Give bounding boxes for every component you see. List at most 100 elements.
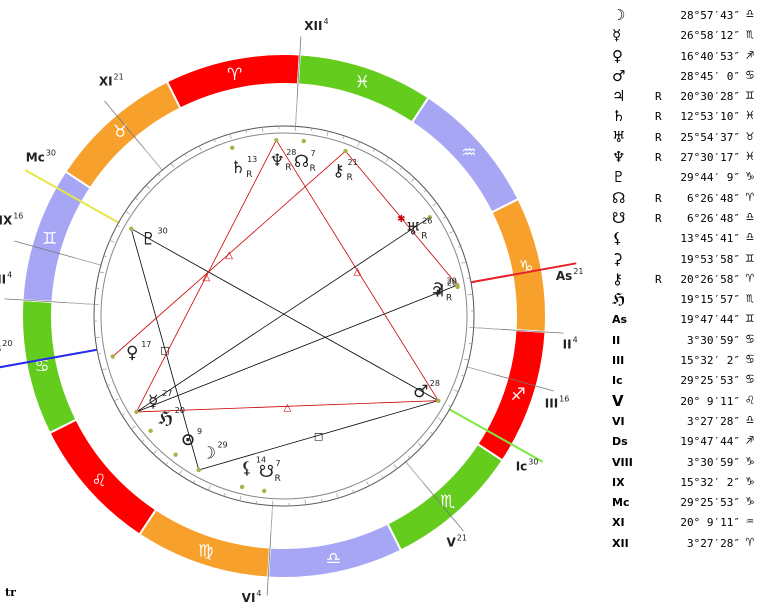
degree-tick bbox=[467, 277, 471, 279]
row-glyph: ☋ bbox=[612, 208, 626, 227]
planet-degree: 20 bbox=[447, 277, 457, 286]
table-row: ℌ 19°15′57″ ♏ bbox=[612, 290, 768, 310]
row-sign-glyph: ♉ bbox=[746, 128, 754, 144]
planet-dot bbox=[230, 145, 235, 150]
row-sign-glyph: ♋ bbox=[746, 67, 754, 83]
row-sign-glyph: ♊ bbox=[746, 250, 754, 266]
row-glyph: ♃ bbox=[612, 87, 626, 106]
degree-tick bbox=[121, 413, 125, 416]
planet-degree: 30 bbox=[158, 227, 168, 236]
zodiac-segment-11 bbox=[296, 53, 430, 124]
row-sign-glyph: ♎ bbox=[746, 209, 754, 225]
planet-degree: 29 bbox=[217, 440, 227, 449]
planet-dot bbox=[301, 138, 306, 144]
row-position: 3°30′59″ bbox=[687, 333, 740, 347]
house-cusp-inner bbox=[73, 257, 102, 266]
planet-degree: 14 bbox=[256, 456, 266, 465]
retrograde-marker: R bbox=[285, 163, 291, 173]
zodiac-sign-glyph: ♊ bbox=[42, 229, 57, 249]
row-position: 6°26′48″ bbox=[687, 211, 740, 225]
row-position: 28°45′ 0″ bbox=[680, 69, 740, 83]
degree-tick bbox=[223, 493, 226, 497]
planet-dot bbox=[239, 484, 245, 490]
degree-tick bbox=[336, 493, 339, 499]
degree-tick bbox=[321, 499, 323, 503]
degree-tick bbox=[410, 177, 415, 182]
row-position: 28°57′43″ bbox=[680, 9, 740, 22]
aspect-symbol: △ bbox=[284, 402, 292, 413]
house-cusp-inner bbox=[270, 505, 273, 534]
row-position: 15°32′ 2″ bbox=[680, 354, 740, 368]
zodiac-sign-glyph: ♋ bbox=[34, 356, 49, 376]
planet-glyph-juno: ℌ bbox=[158, 409, 174, 429]
planet-degree: 20 bbox=[447, 278, 457, 287]
planet-glyph-uranus: ♅ bbox=[406, 220, 421, 240]
row-glyph: VI bbox=[612, 414, 625, 428]
row-glyph: ℌ bbox=[612, 290, 626, 309]
retrograde-marker: R bbox=[347, 173, 353, 183]
degree-tick bbox=[125, 210, 130, 215]
planet-glyph-neptune: ♆ bbox=[270, 151, 285, 171]
aspect-symbol: △ bbox=[203, 272, 211, 283]
degree-tick bbox=[198, 145, 202, 151]
row-glyph: II bbox=[612, 333, 621, 347]
planet-degree: 28 bbox=[430, 379, 440, 388]
aspect-line bbox=[136, 400, 439, 413]
row-position: 19°15′57″ bbox=[680, 293, 740, 307]
axis-line-ds bbox=[0, 348, 98, 369]
house-cusp-inner bbox=[144, 148, 163, 171]
house-label-degree: 4 bbox=[7, 270, 12, 279]
row-glyph: III bbox=[612, 354, 625, 368]
row-sign-glyph: ♏ bbox=[746, 291, 754, 307]
degree-tick bbox=[135, 197, 138, 200]
house-label-degree: 30 bbox=[46, 149, 56, 158]
degree-tick bbox=[170, 163, 175, 168]
degree-tick bbox=[153, 450, 158, 455]
degree-ticks bbox=[94, 126, 474, 506]
table-row: ⚳19°53′58″♊ bbox=[612, 250, 768, 270]
row-position: 25°54′37″ bbox=[680, 130, 740, 144]
row-glyph: ♅ bbox=[612, 127, 626, 146]
row-position: 16°40′53″ bbox=[680, 49, 740, 63]
row-glyph: IX bbox=[612, 475, 625, 489]
row-glyph: Ds bbox=[612, 435, 628, 449]
degree-tick bbox=[352, 489, 355, 493]
planet-glyph-saturn: ♄ bbox=[230, 158, 245, 178]
row-glyph: ♇ bbox=[612, 168, 626, 187]
zodiac-segment-4 bbox=[48, 418, 158, 536]
planet-glyph-lilith: ⚸ bbox=[241, 459, 253, 479]
inner-ring-outer-edge bbox=[93, 125, 475, 507]
planet-dot bbox=[436, 398, 441, 403]
row-sign-glyph: ♓ bbox=[746, 108, 754, 124]
house-label-degree: 20 bbox=[2, 339, 12, 348]
zodiac-segment-8 bbox=[476, 328, 547, 462]
row-glyph: ⚷ bbox=[612, 269, 623, 288]
degree-tick bbox=[463, 358, 469, 361]
aspect-line bbox=[275, 139, 439, 401]
house-cusp-inner bbox=[473, 327, 502, 330]
aspect-line bbox=[130, 228, 439, 402]
degree-tick bbox=[145, 185, 150, 190]
planet-degree: 20 bbox=[175, 406, 185, 415]
aspect-line bbox=[130, 228, 200, 471]
degree-tick bbox=[407, 455, 411, 459]
degree-tick bbox=[326, 131, 329, 137]
planet-glyph-pluto: ♇ bbox=[141, 230, 156, 250]
table-row: ☽28°57′43″♎ bbox=[612, 6, 768, 26]
degree-tick bbox=[457, 245, 461, 248]
row-sign-glyph: ♒ bbox=[746, 514, 754, 530]
house-cusp-inner bbox=[405, 461, 424, 484]
degree-tick bbox=[418, 442, 423, 447]
zodiac-sign-glyph: ♒ bbox=[461, 143, 476, 163]
house-label-degree: 16 bbox=[559, 395, 569, 404]
degree-tick bbox=[101, 368, 107, 371]
row-glyph: ☊ bbox=[612, 188, 626, 207]
row-sign-glyph: ♊ bbox=[746, 88, 754, 104]
degree-tick bbox=[95, 336, 101, 338]
retrograde-marker: R bbox=[310, 164, 316, 174]
row-sign-glyph: ♈ bbox=[746, 270, 754, 286]
